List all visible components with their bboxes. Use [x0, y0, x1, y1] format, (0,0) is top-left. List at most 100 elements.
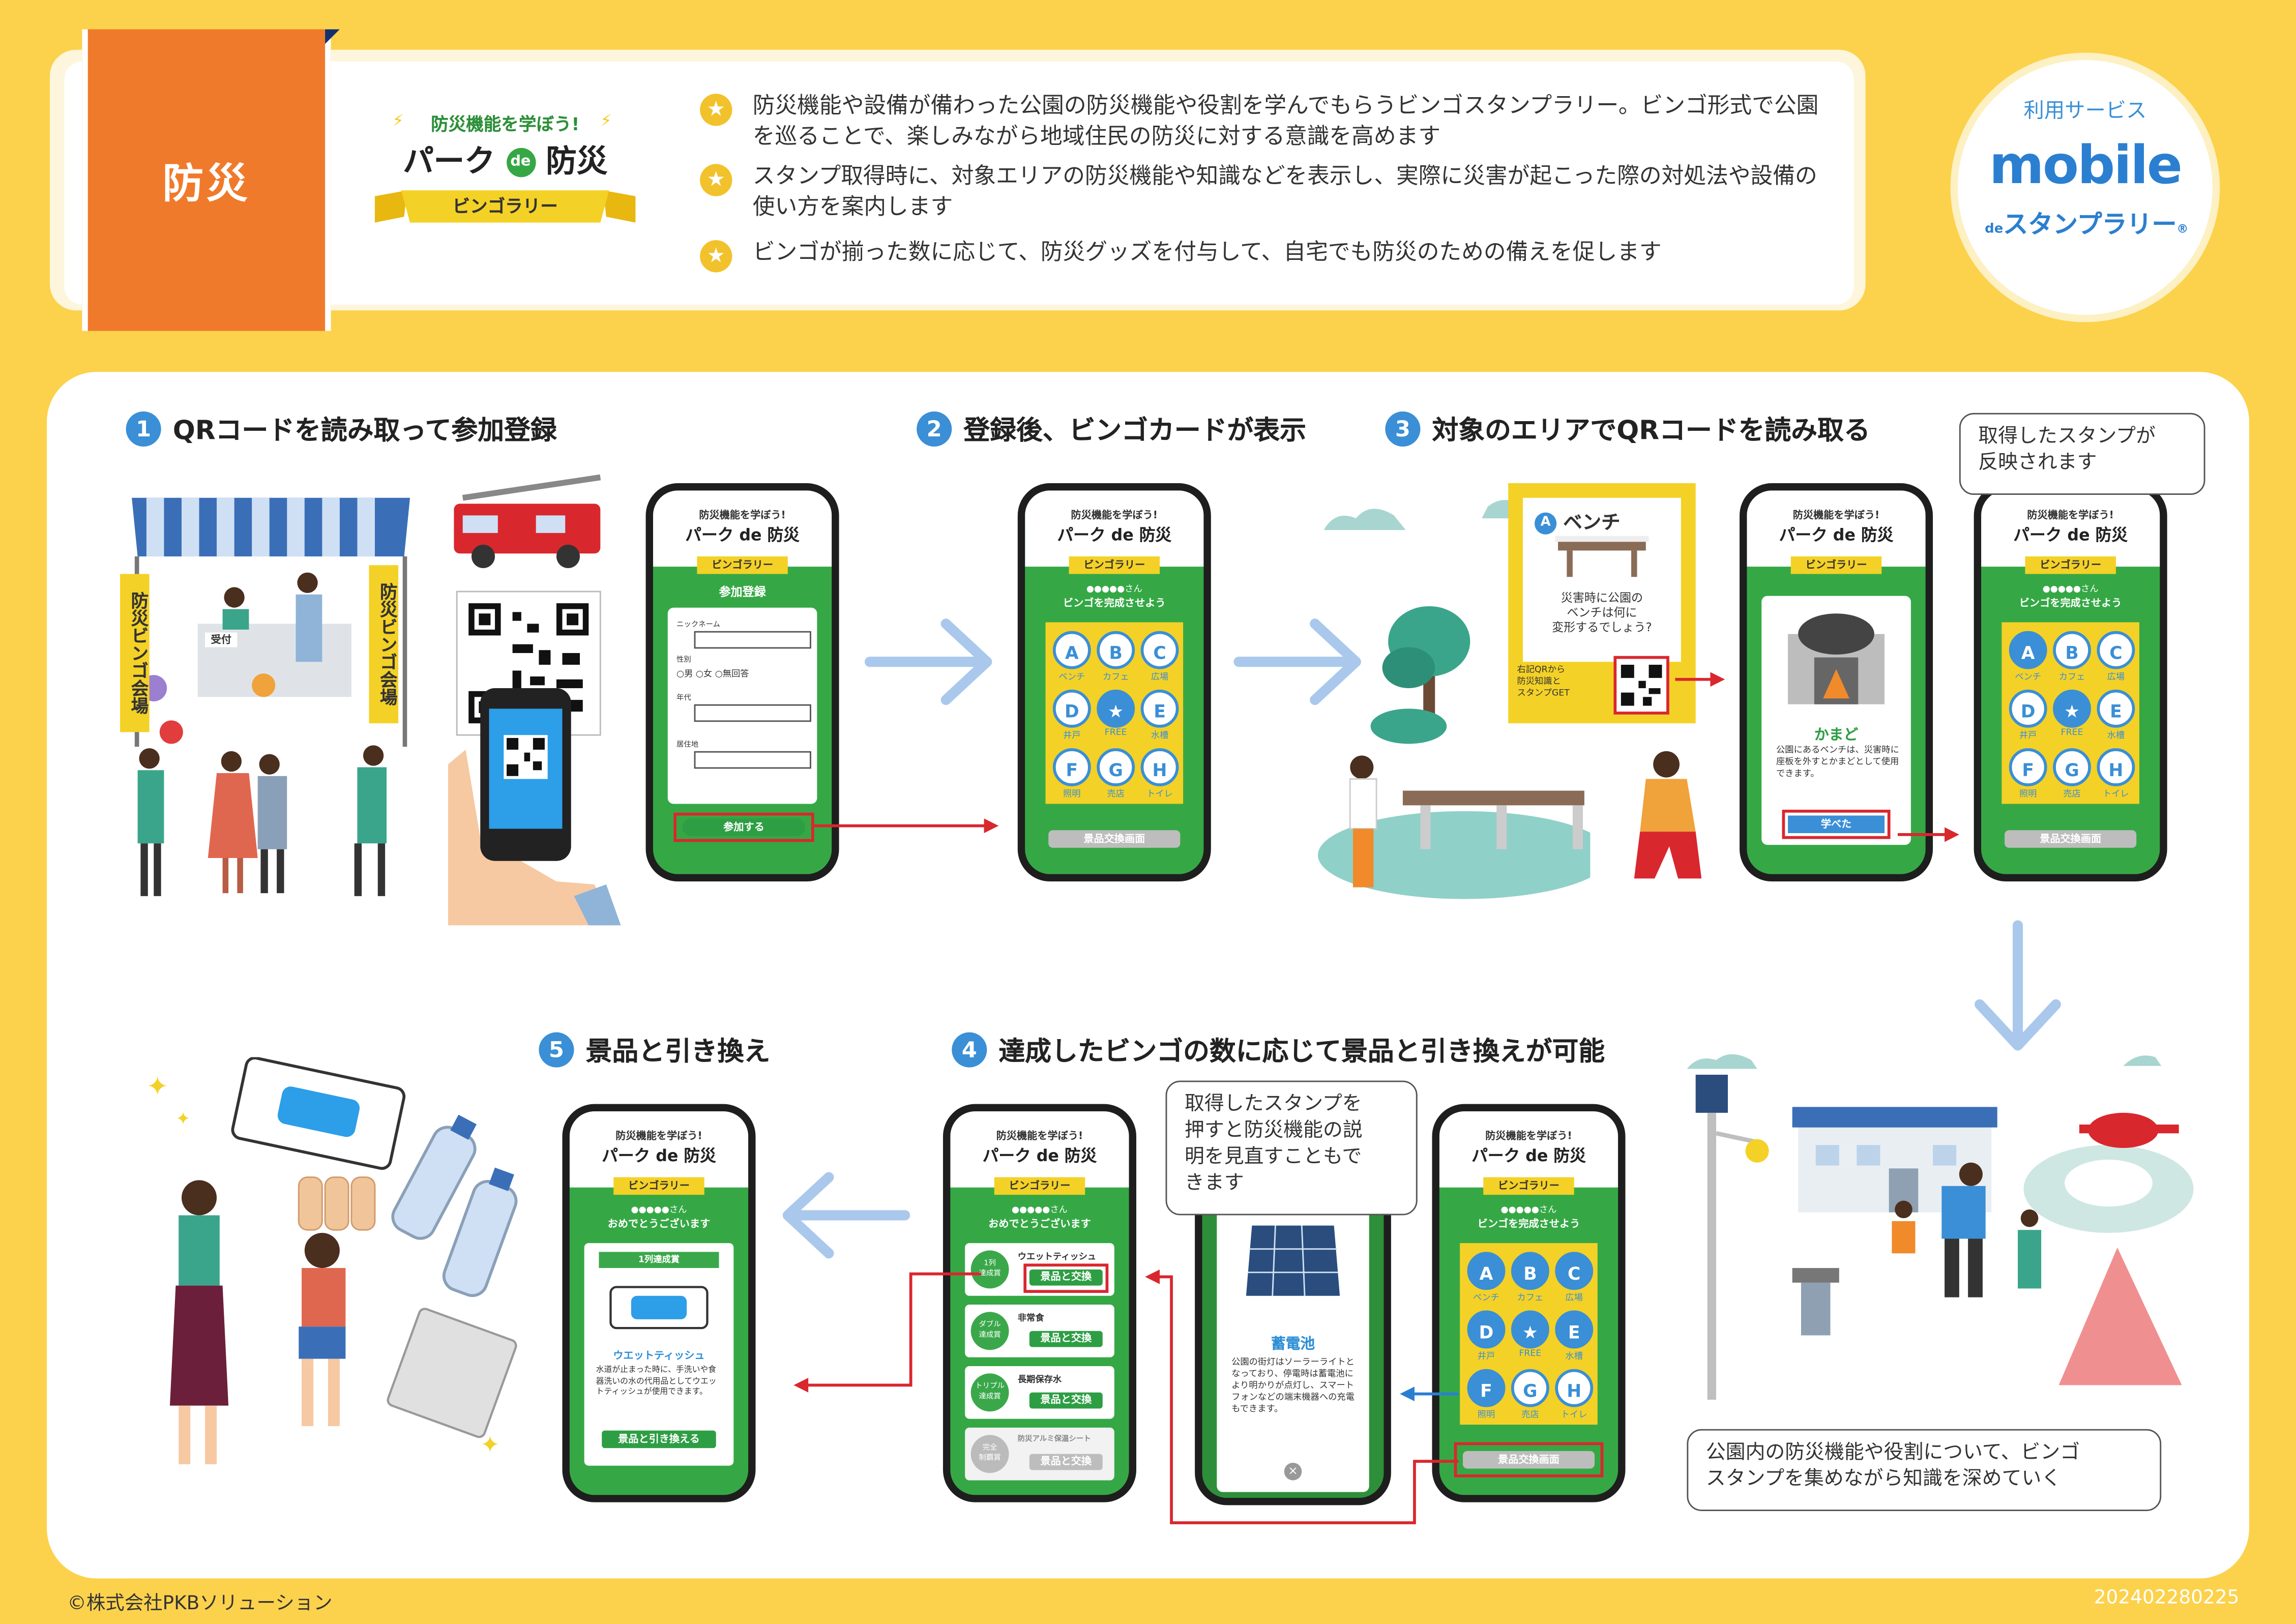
poster-qr[interactable] [1613, 656, 1669, 715]
bingo-cell-stamp[interactable]: A [2009, 631, 2047, 669]
bingo-cell-label: ベンチ [1058, 672, 1085, 683]
bingo-cell-stamp[interactable]: B [1097, 631, 1135, 669]
bingo-cell[interactable]: E 水槽 [1140, 689, 1179, 741]
register-form: ニックネーム 性別 ○男 ○女 ○無回答 年代 居住地 [667, 607, 817, 804]
stamp-info-card: かまど 公園にあるベンチは、災害時に座板を外すとかまどとして使用できます。 学べ… [1761, 596, 1911, 845]
bubble-park: 公園内の防災機能や役割について、ビンゴ スタンプを集めながら知識を深めていく [1687, 1429, 2162, 1511]
bingo-cell-stamp[interactable]: ★ [1097, 689, 1135, 728]
bingo-cell-stamp[interactable]: G [1511, 1369, 1549, 1407]
bingo-cell-stamp[interactable]: C [1140, 631, 1179, 669]
bingo-prompt: ビンゴを完成させよう [2019, 597, 2122, 609]
bingo-cell-stamp[interactable]: ★ [2053, 689, 2091, 728]
residence-select[interactable] [694, 751, 811, 769]
nickname-input[interactable] [694, 631, 811, 649]
bingo-cell[interactable]: H トイレ [1555, 1369, 1594, 1421]
user-name: ●●●●●さん [1500, 1205, 1557, 1216]
kamado-illustration [1788, 613, 1885, 704]
phone-screen: 防災機能を学ぼう!パーク de 防災ビンゴラリー ●●●●●さん ビンゴを完成さ… [1981, 490, 2160, 874]
bingo-cell-stamp[interactable]: D [1467, 1310, 1506, 1349]
feature-list: ★防災機能や設備が備わった公園の防災機能や役割を学んでもらうビンゴスタンプラリー… [700, 91, 1828, 273]
bingo-cell-stamp[interactable]: C [2097, 631, 2135, 669]
copyright: ©株式会社PKBソリューション [67, 1593, 333, 1615]
bingo-prompt: ビンゴを完成させよう [1063, 597, 1166, 609]
bingo-cell-stamp[interactable]: B [2053, 631, 2091, 669]
bingo-cell-stamp[interactable]: A [1467, 1252, 1506, 1290]
exchange-prize-button[interactable]: 景品と交換 [1029, 1331, 1103, 1347]
join-button[interactable]: 参加する [682, 818, 806, 836]
gender-radios[interactable]: ○男 ○女 ○無回答 [676, 669, 749, 680]
learned-button[interactable]: 学べた [1788, 815, 1885, 834]
bingo-cell-label: FREE [2060, 727, 2083, 738]
bingo-cell[interactable]: ★FREE [1097, 689, 1135, 738]
park-bench-illustration [1312, 495, 1667, 902]
prize-detail-badge: 1列達成賞 [599, 1252, 719, 1268]
exchange-button[interactable]: 景品交換画面 [2005, 830, 2137, 848]
bingo-cell-stamp[interactable]: G [2053, 748, 2091, 786]
star-icon: ★ [700, 240, 732, 273]
bingo-cell-stamp[interactable]: D [1052, 689, 1091, 728]
redeem-button[interactable]: 景品と引き換える [602, 1430, 716, 1449]
bingo-cell-stamp[interactable]: E [1140, 689, 1179, 728]
bingo-cell-label: トイレ [1146, 789, 1173, 800]
bingo-cell-stamp[interactable]: C [1555, 1252, 1594, 1290]
exchange-prize-button[interactable]: 景品と交換 [1029, 1392, 1103, 1409]
prize-name: 長期保存水 [1017, 1375, 1062, 1385]
bingo-cell-stamp[interactable]: H [1555, 1369, 1594, 1407]
bingo-cell-label: 売店 [1521, 1410, 1539, 1421]
exchange-button[interactable]: 景品交換画面 [1462, 1451, 1595, 1469]
bingo-cell-stamp[interactable]: H [2097, 748, 2135, 786]
bingo-cell-stamp[interactable]: H [1140, 748, 1179, 786]
bingo-cell[interactable]: ★FREE [1511, 1310, 1549, 1359]
bingo-cell-stamp[interactable]: E [2097, 689, 2135, 728]
bingo-cell-stamp[interactable]: A [1052, 631, 1091, 669]
gender-label: 性別 [676, 656, 691, 665]
bingo-cell[interactable]: A ベンチ [1467, 1252, 1506, 1303]
bingo-cell-stamp[interactable]: E [1555, 1310, 1594, 1349]
bingo-prompt: ビンゴを完成させよう [1477, 1218, 1580, 1230]
exchange-prize-button[interactable]: 景品と交換 [1029, 1269, 1103, 1286]
bingo-cell-label: 水槽 [1151, 730, 1169, 741]
bingo-cell-label: トイレ [1561, 1410, 1587, 1421]
logo-tagline: 防災機能を学ぼう! [431, 114, 580, 135]
bingo-cell[interactable]: H トイレ [1140, 748, 1179, 800]
bingo-cell-stamp[interactable]: ★ [1511, 1310, 1549, 1349]
bingo-cell[interactable]: ★FREE [2053, 689, 2091, 738]
bingo-cell-stamp[interactable]: F [1467, 1369, 1506, 1407]
register-heading: 参加登録 [719, 585, 766, 599]
bingo-cell-stamp[interactable]: F [2009, 748, 2047, 786]
park-facilities-illustration [1684, 1048, 2197, 1400]
bingo-cell[interactable]: A ベンチ [1052, 631, 1091, 683]
age-select[interactable] [694, 704, 811, 722]
prize-badge: 1列 達成賞 [970, 1250, 1009, 1289]
exchange-button[interactable]: 景品交換画面 [1048, 830, 1181, 848]
bingo-cell-stamp[interactable]: F [1052, 748, 1091, 786]
close-icon[interactable]: × [1284, 1462, 1302, 1481]
bingo-cell[interactable]: G 売店 [1511, 1369, 1549, 1421]
poster-card: A ベンチ 災害時に公園の ベンチは何に 変形するでしょう? [1522, 497, 1681, 662]
bingo-cell-stamp[interactable]: B [1511, 1252, 1549, 1290]
bingo-cell-stamp[interactable]: D [2009, 689, 2047, 728]
bingo-cell-stamp[interactable]: G [1097, 748, 1135, 786]
bingo-cell-label: ベンチ [1473, 1293, 1499, 1304]
